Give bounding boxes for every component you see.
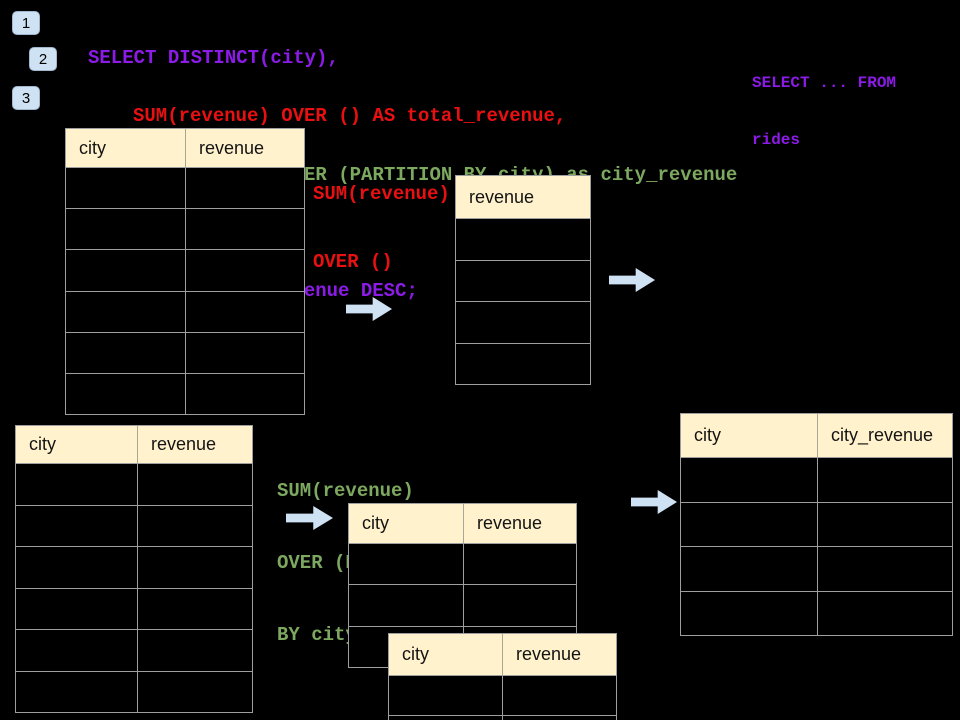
- table-row: [16, 630, 252, 672]
- partition-step-table-header: city revenue: [349, 504, 576, 544]
- annotation-total-line2: OVER (): [313, 250, 393, 273]
- step-badge-1: 1: [12, 11, 40, 35]
- table-row: [66, 168, 304, 210]
- table-row: [456, 344, 590, 385]
- annotation-total-line1: SUM(revenue): [313, 183, 450, 205]
- table-row: [66, 291, 304, 333]
- table-row: [66, 373, 304, 415]
- annotation-partition-line1: SUM(revenue): [277, 480, 414, 502]
- table-row: [16, 464, 252, 506]
- header-cell-city: city: [16, 426, 138, 463]
- table-row: [66, 250, 304, 292]
- side-note-line1: SELECT ... FROM: [752, 74, 897, 92]
- total-revenue-table: revenue: [455, 175, 591, 385]
- partition-overlay-table-header: city revenue: [389, 634, 616, 676]
- header-cell-city: city: [681, 414, 818, 457]
- table-row: [456, 261, 590, 302]
- table-row: [16, 547, 252, 589]
- step-badge-3: 3: [12, 86, 40, 110]
- table-row: [456, 302, 590, 344]
- table-row: [681, 547, 952, 592]
- header-cell-city: city: [66, 129, 186, 167]
- table-row: [681, 502, 952, 547]
- table-row: [16, 671, 252, 712]
- source-table-bottom: city revenue: [15, 425, 253, 713]
- table-row: [349, 585, 576, 627]
- source-table-top-header: city revenue: [66, 129, 304, 168]
- table-row: [389, 676, 616, 716]
- table-row: [66, 209, 304, 251]
- partition-overlay-table: city revenue: [388, 633, 617, 720]
- table-row: [349, 544, 576, 586]
- sql-line-total-revenue: SUM(revenue) OVER () AS total_revenue,: [133, 105, 567, 128]
- arrow-right-icon: [631, 490, 677, 514]
- city-revenue-result-table: city city_revenue: [680, 413, 953, 636]
- source-table-top: city revenue: [65, 128, 305, 415]
- sql-line-select: SELECT DISTINCT(city),: [88, 47, 339, 69]
- city-revenue-result-table-header: city city_revenue: [681, 414, 952, 458]
- header-cell-city: city: [349, 504, 464, 543]
- step-badge-2: 2: [29, 47, 57, 71]
- source-table-bottom-header: city revenue: [16, 426, 252, 464]
- table-row: [681, 458, 952, 503]
- header-cell-city-revenue: city_revenue: [831, 425, 934, 445]
- header-cell-revenue: revenue: [477, 513, 543, 533]
- table-row: [389, 715, 616, 720]
- table-row: [681, 591, 952, 635]
- table-row: [16, 505, 252, 547]
- header-cell-revenue: revenue: [469, 186, 535, 207]
- annotation-total-revenue: SUM(revenue) OVER (): [313, 138, 450, 318]
- header-cell-city: city: [389, 634, 503, 675]
- header-cell-revenue: revenue: [516, 644, 582, 664]
- table-row: [456, 219, 590, 261]
- side-note-line2: rides: [752, 131, 801, 149]
- header-cell-revenue: revenue: [151, 434, 217, 454]
- table-row: [66, 332, 304, 374]
- side-note-select-from-rides: SELECT ... FROM rides: [752, 36, 896, 188]
- table-row: [16, 588, 252, 630]
- header-cell-revenue: revenue: [199, 137, 265, 158]
- total-revenue-table-header: revenue: [456, 176, 590, 219]
